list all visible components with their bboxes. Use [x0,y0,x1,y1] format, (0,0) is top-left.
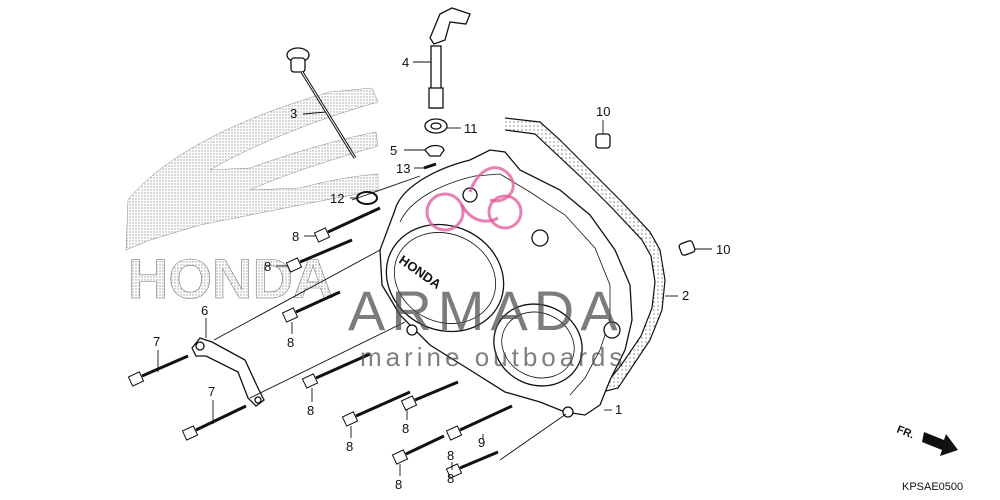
label-8i: 8 [447,471,454,486]
label-1: 1 [615,402,622,417]
watermark-title: ARMADA [348,279,624,342]
label-6: 6 [201,303,208,318]
label-8e: 8 [346,439,353,454]
label-9: 9 [478,435,485,450]
label-8b: 8 [264,259,271,274]
part-bracket-6 [191,337,265,407]
part-4 [428,7,471,109]
bolt-7a [127,354,189,387]
label-8h: 8 [447,448,454,463]
part-13 [423,162,437,170]
label-leaders [157,61,712,476]
label-8g: 8 [395,477,402,492]
bolts [127,206,513,479]
callout-labels: 1 2 3 4 5 6 7 7 8 8 8 8 8 8 8 8 8 9 10 1… [153,55,730,492]
label-2: 2 [682,288,689,303]
label-7a: 7 [153,334,160,349]
background-honda-logo: HONDA [125,87,379,310]
label-5: 5 [390,143,397,158]
assembly-lines [213,175,567,461]
label-10a: 10 [596,104,610,119]
watermark-logo-mark [425,166,523,232]
bolt-8e [341,390,411,427]
bolt-7b [181,404,247,441]
bolt-8a [313,206,381,243]
label-8d: 8 [307,403,314,418]
part-dipstick [286,47,357,159]
part-dowel-pin-10a [595,133,611,149]
watermark: ARMADA marine outboards [348,166,626,372]
watermark-subtitle: marine outboards [360,342,626,372]
label-3: 3 [290,106,297,121]
label-8c: 8 [287,335,294,350]
label-8a: 8 [292,229,299,244]
front-direction-marker: FR. [895,424,958,456]
bolt-8g [391,434,445,465]
bolt-8b [285,238,353,273]
part-5 [424,144,445,157]
label-7b: 7 [208,384,215,399]
direction-label: FR. [895,424,916,442]
part-dowel-pin-10b [678,240,696,256]
bolt-8f [400,380,459,411]
bolt-8c [281,290,341,323]
label-13: 13 [396,161,410,176]
part-oring-12 [356,191,378,205]
part-seal-11 [424,118,448,134]
label-11: 11 [464,121,478,136]
bolt-8d [301,352,371,389]
front-arrow-icon [922,432,958,456]
label-4: 4 [402,55,409,70]
diagram-code: KPSAE0500 [902,481,963,493]
label-12: 12 [330,191,344,206]
background-logo-text: HONDA [128,247,333,310]
label-10b: 10 [716,242,730,257]
part-crankcase-cover: HONDA [379,149,633,418]
bolt-9 [445,404,513,441]
label-8f: 8 [402,421,409,436]
